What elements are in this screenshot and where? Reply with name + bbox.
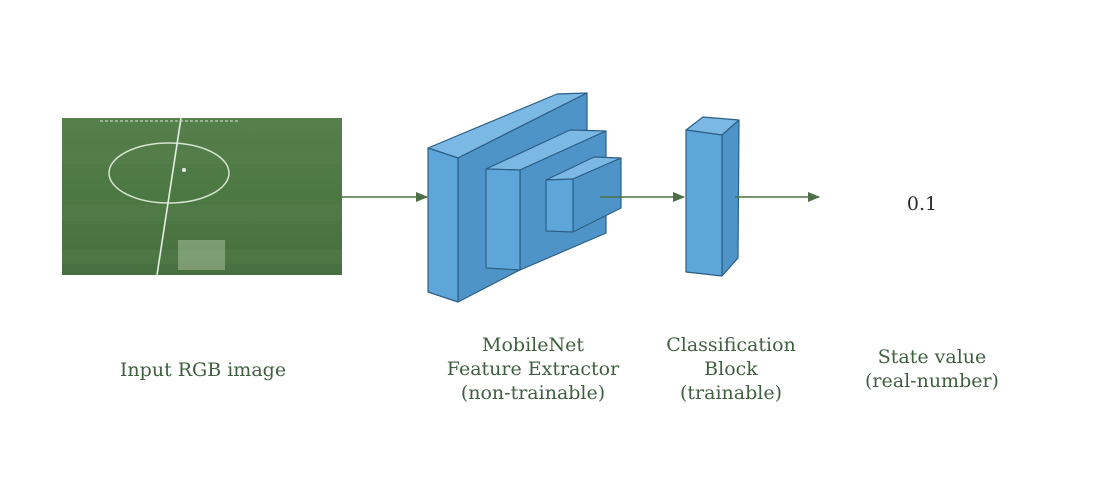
feature-extractor-label-line2: Feature Extractor <box>446 358 620 380</box>
feature-extractor-small-block <box>545 156 622 233</box>
feature-extractor-label-line1: MobileNet <box>482 334 584 356</box>
center-circle <box>108 142 230 204</box>
classification-label-line2: Block <box>704 358 758 380</box>
feature-extractor-label-line3: (non-trainable) <box>460 382 606 404</box>
input-image <box>62 117 342 276</box>
classification-label: Classification Block (trainable) <box>666 333 796 405</box>
state-value-label-line2: (real-number) <box>865 370 999 392</box>
player-dot <box>182 168 186 172</box>
halfway-line <box>156 117 182 276</box>
scoreboard-overlay <box>178 240 225 270</box>
input-image-label-text: Input RGB image <box>119 359 287 381</box>
classification-label-line1: Classification <box>666 334 796 356</box>
input-image-label: Input RGB image <box>120 358 286 382</box>
classification-block <box>685 116 740 277</box>
state-value-label: State value (real-number) <box>865 345 999 393</box>
feature-extractor-label: MobileNet Feature Extractor (non-trainab… <box>447 333 619 405</box>
output-value: 0.1 <box>906 193 938 215</box>
classification-label-line3: (trainable) <box>680 382 782 404</box>
state-value-label-line1: State value <box>877 346 987 368</box>
